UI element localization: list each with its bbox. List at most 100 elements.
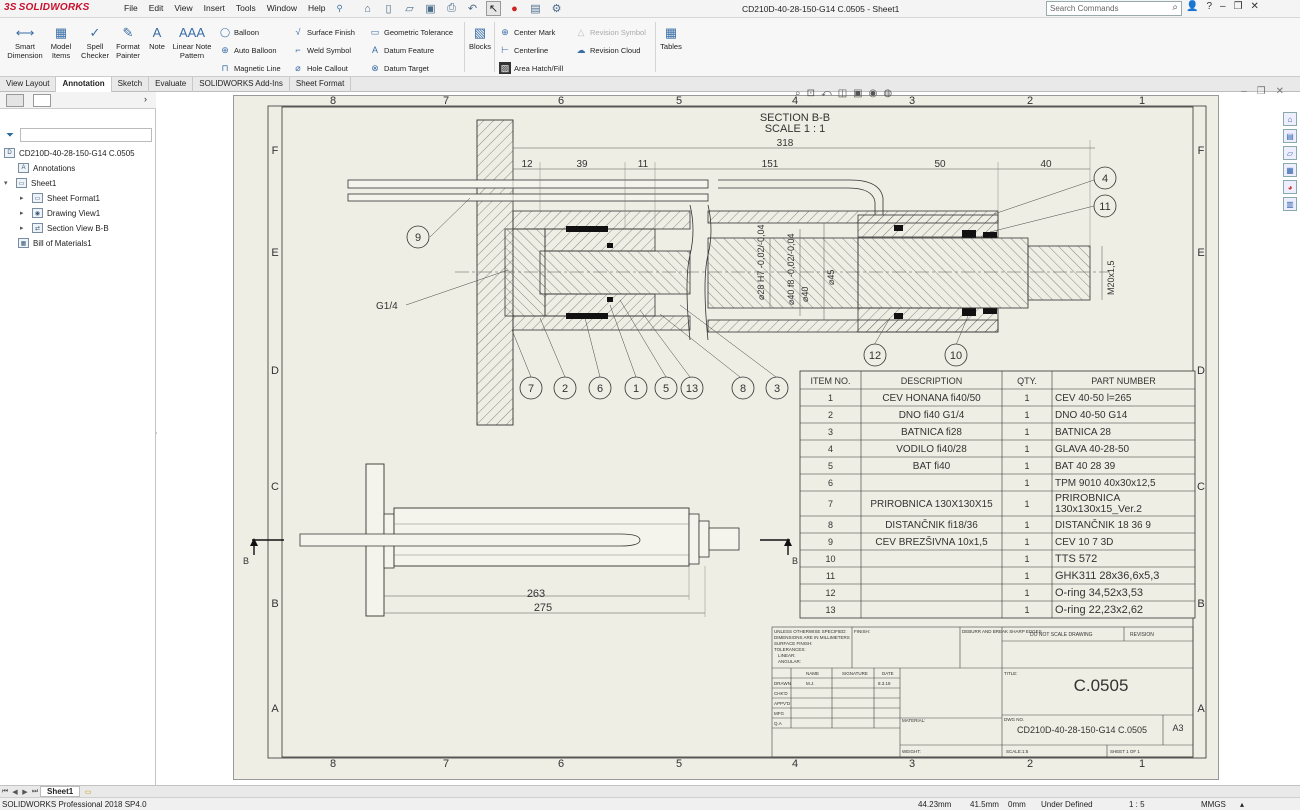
units-chevron-icon[interactable]: ▴	[1240, 800, 1245, 809]
datum-target-button[interactable]: ⊗Datum Target	[369, 62, 429, 74]
section-view-b-b[interactable]: 318 12 39 11 151 50 40 ⌀28 H7 -0,02/-0,0…	[347, 119, 1117, 426]
section-view-toggle-icon[interactable]: ◫	[837, 88, 848, 99]
balloon-5[interactable]: 5	[654, 376, 678, 400]
feature-manager-tab[interactable]	[6, 94, 24, 107]
model-items-button[interactable]: ▦Model Items	[50, 24, 72, 60]
balloon-10[interactable]: 10	[944, 343, 968, 367]
hole-callout-button[interactable]: ⌀Hole Callout	[292, 62, 348, 74]
tables-button[interactable]: ▦Tables	[660, 24, 682, 51]
close-icon[interactable]: ✕	[1250, 1, 1259, 12]
balloon-2[interactable]: 2	[553, 376, 577, 400]
custom-properties-icon[interactable]: ▥	[1283, 197, 1297, 211]
blocks-button[interactable]: ▧Blocks	[468, 24, 492, 51]
surface-finish-button[interactable]: √Surface Finish	[292, 26, 355, 38]
file-properties-icon[interactable]: ▤	[530, 3, 541, 15]
balloon-7[interactable]: 7	[519, 376, 543, 400]
revision-cloud-button[interactable]: ☁Revision Cloud	[576, 44, 641, 55]
tree-item-sheet1[interactable]: ▾▭Sheet1	[4, 178, 57, 188]
sheet-tab-sheet1[interactable]: Sheet1	[40, 786, 81, 797]
file-explorer-icon[interactable]: ▱	[1283, 146, 1297, 160]
options-gear-icon[interactable]: ⚙	[551, 3, 562, 15]
filter-icon[interactable]: ⏷	[6, 130, 14, 141]
tab-evaluate[interactable]: Evaluate	[149, 77, 194, 92]
balloon-9[interactable]: 9	[406, 225, 430, 249]
status-units[interactable]: MMGS	[1201, 800, 1226, 809]
drawing-view1[interactable]: 263 275 B B	[243, 463, 798, 617]
tree-filter-input[interactable]	[20, 128, 152, 142]
expand-icon[interactable]: ▸	[20, 195, 24, 202]
format-painter-button[interactable]: ✎Format Painter	[116, 24, 140, 60]
balloon-12[interactable]: 12	[863, 343, 887, 367]
menu-file[interactable]: File	[124, 3, 138, 13]
dim-dia-40-f8[interactable]: ⌀40 f8 -0,02/-0,04	[786, 234, 796, 305]
new-document-icon[interactable]: ▯	[385, 3, 392, 15]
tab-view-layout[interactable]: View Layout	[0, 77, 57, 92]
centerline-button[interactable]: ⊢Centerline	[499, 44, 548, 56]
zoom-to-fit-icon[interactable]: ⌕	[795, 88, 801, 99]
dim-275[interactable]: 275	[534, 602, 552, 614]
restore-icon[interactable]: ❐	[1233, 1, 1243, 12]
menu-window[interactable]: Window	[266, 3, 297, 13]
home-icon[interactable]: ⌂	[364, 2, 371, 15]
print-icon[interactable]: ⎙	[447, 2, 456, 14]
dim-dia-28[interactable]: ⌀28 H7 -0,02/-0,04	[756, 225, 766, 300]
chevron-right-icon[interactable]: ›	[144, 94, 147, 104]
minimize-icon[interactable]: –	[1220, 1, 1226, 12]
dim-11[interactable]: 11	[638, 159, 649, 170]
open-folder-icon[interactable]: ▱	[405, 3, 414, 15]
menu-help[interactable]: Help	[307, 3, 326, 13]
previous-view-icon[interactable]: ⤺	[821, 88, 832, 99]
balloon-13[interactable]: 13	[680, 376, 704, 400]
display-style-icon[interactable]: ▣	[853, 88, 863, 99]
balloon-1[interactable]: 1	[624, 376, 648, 400]
appearances-icon[interactable]: ◕	[1283, 180, 1297, 194]
tree-item-sheet-format1[interactable]: ▸▭Sheet Format1	[20, 193, 100, 203]
dim-dia-45[interactable]: ⌀45	[826, 270, 836, 285]
help-icon[interactable]: ?	[1206, 1, 1213, 12]
tb-dwg-value[interactable]: CD210D-40-28-150-G14 C.0505	[1017, 725, 1147, 735]
dim-39[interactable]: 39	[576, 159, 588, 170]
doc-minimize-icon[interactable]: –	[1241, 86, 1247, 97]
view-settings-icon[interactable]: ◍	[883, 88, 893, 99]
menu-tools[interactable]: Tools	[235, 3, 256, 13]
menu-view[interactable]: View	[174, 3, 193, 13]
thread-note-g14[interactable]: G1/4	[376, 301, 398, 312]
select-arrow-icon[interactable]: ↖	[486, 1, 501, 16]
tab-sketch[interactable]: Sketch	[112, 77, 150, 92]
menu-edit[interactable]: Edit	[148, 3, 164, 13]
first-sheet-icon[interactable]: ⏮	[1, 787, 9, 795]
next-sheet-icon[interactable]: ▶	[22, 788, 28, 796]
balloon-3[interactable]: 3	[765, 376, 789, 400]
balloon-8[interactable]: 8	[731, 376, 755, 400]
tb-title-value[interactable]: C.0505	[1074, 676, 1129, 695]
expand-icon[interactable]: ▸	[20, 210, 24, 217]
balloon-11[interactable]: 11	[1093, 194, 1117, 218]
tree-item-bill-of-materials1[interactable]: ▦Bill of Materials1	[18, 236, 92, 250]
account-icon[interactable]: 👤	[1186, 1, 1199, 12]
geometric-tolerance-button[interactable]: ▭Geometric Tolerance	[370, 26, 454, 37]
last-sheet-icon[interactable]: ⏭	[31, 787, 39, 795]
tab-annotation[interactable]: Annotation	[56, 77, 112, 92]
tree-item-drawing-view1[interactable]: ▸◉Drawing View1	[20, 208, 101, 218]
section-arrow-left[interactable]: B	[243, 538, 284, 566]
dim-12[interactable]: 12	[521, 159, 533, 170]
prev-sheet-icon[interactable]: ◀	[12, 788, 18, 796]
center-mark-button[interactable]: ⊕Center Mark	[499, 26, 555, 38]
section-scale[interactable]: SCALE 1 : 1	[765, 123, 826, 135]
weld-symbol-button[interactable]: ⌐Weld Symbol	[292, 44, 351, 56]
balloon-button[interactable]: ◯Balloon	[219, 26, 260, 37]
doc-close-icon[interactable]: ✕	[1275, 86, 1284, 97]
area-hatch-fill-button[interactable]: ▨Area Hatch/Fill	[499, 62, 564, 74]
